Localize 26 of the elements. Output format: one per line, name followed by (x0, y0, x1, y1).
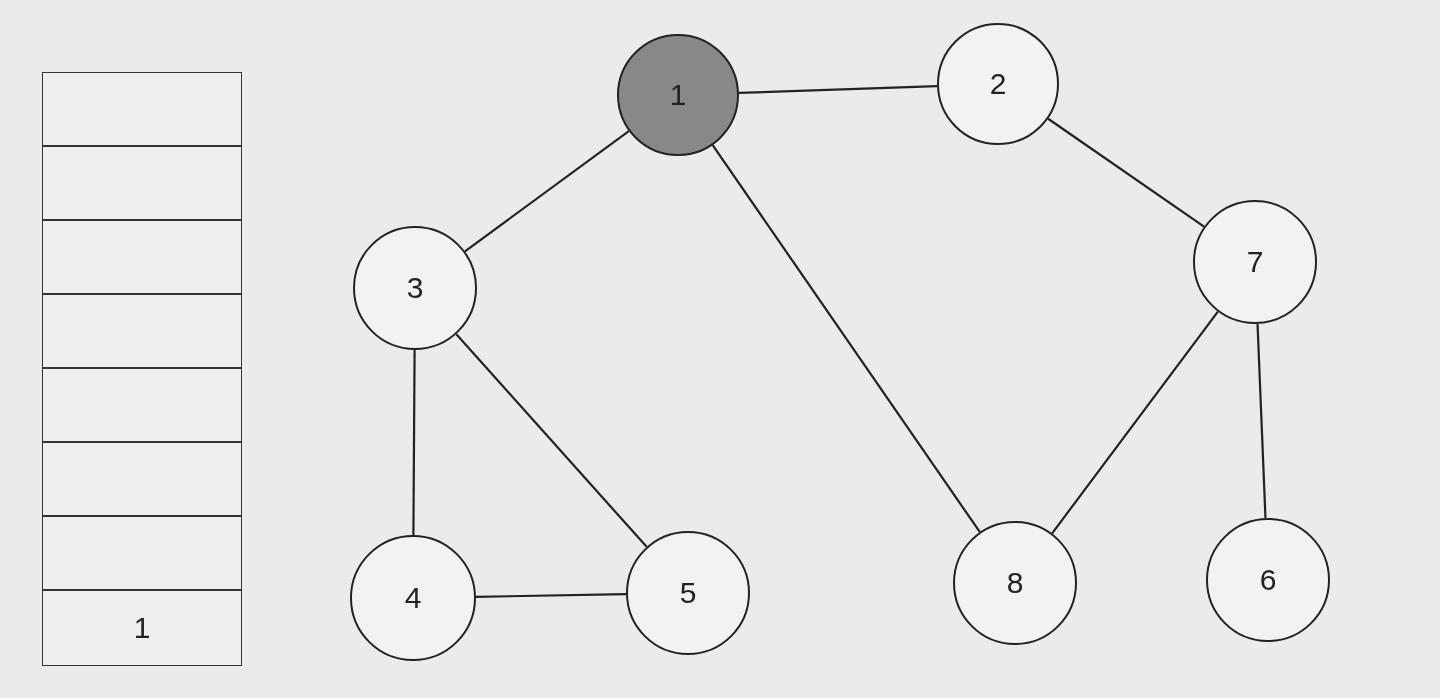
graph-edge (738, 85, 938, 94)
node-number: 4 (404, 581, 422, 615)
graph-edge (455, 333, 648, 548)
node-number: 6 (1259, 563, 1277, 597)
graph-edge (475, 593, 627, 598)
stack-slot (42, 442, 242, 516)
node-number: 1 (669, 78, 687, 112)
graph-edge (711, 144, 981, 533)
node-number: 8 (1006, 566, 1024, 600)
graph-edge (412, 350, 416, 535)
graph-edge (464, 130, 630, 253)
stack-slot (42, 220, 242, 294)
stack-slot (42, 368, 242, 442)
node-number: 1 (133, 611, 151, 645)
stack-slot (42, 516, 242, 590)
graph-edge (1047, 117, 1205, 228)
stack-slot (42, 146, 242, 220)
stack-slot (42, 294, 242, 368)
node-number: 2 (989, 67, 1007, 101)
graph-edge (1256, 323, 1267, 519)
graph-edge (1051, 311, 1219, 534)
node-number: 3 (406, 271, 424, 305)
stack-slot (42, 590, 242, 666)
node-number: 5 (679, 576, 697, 610)
node-number: 7 (1246, 245, 1264, 279)
stack-slot (42, 72, 242, 146)
